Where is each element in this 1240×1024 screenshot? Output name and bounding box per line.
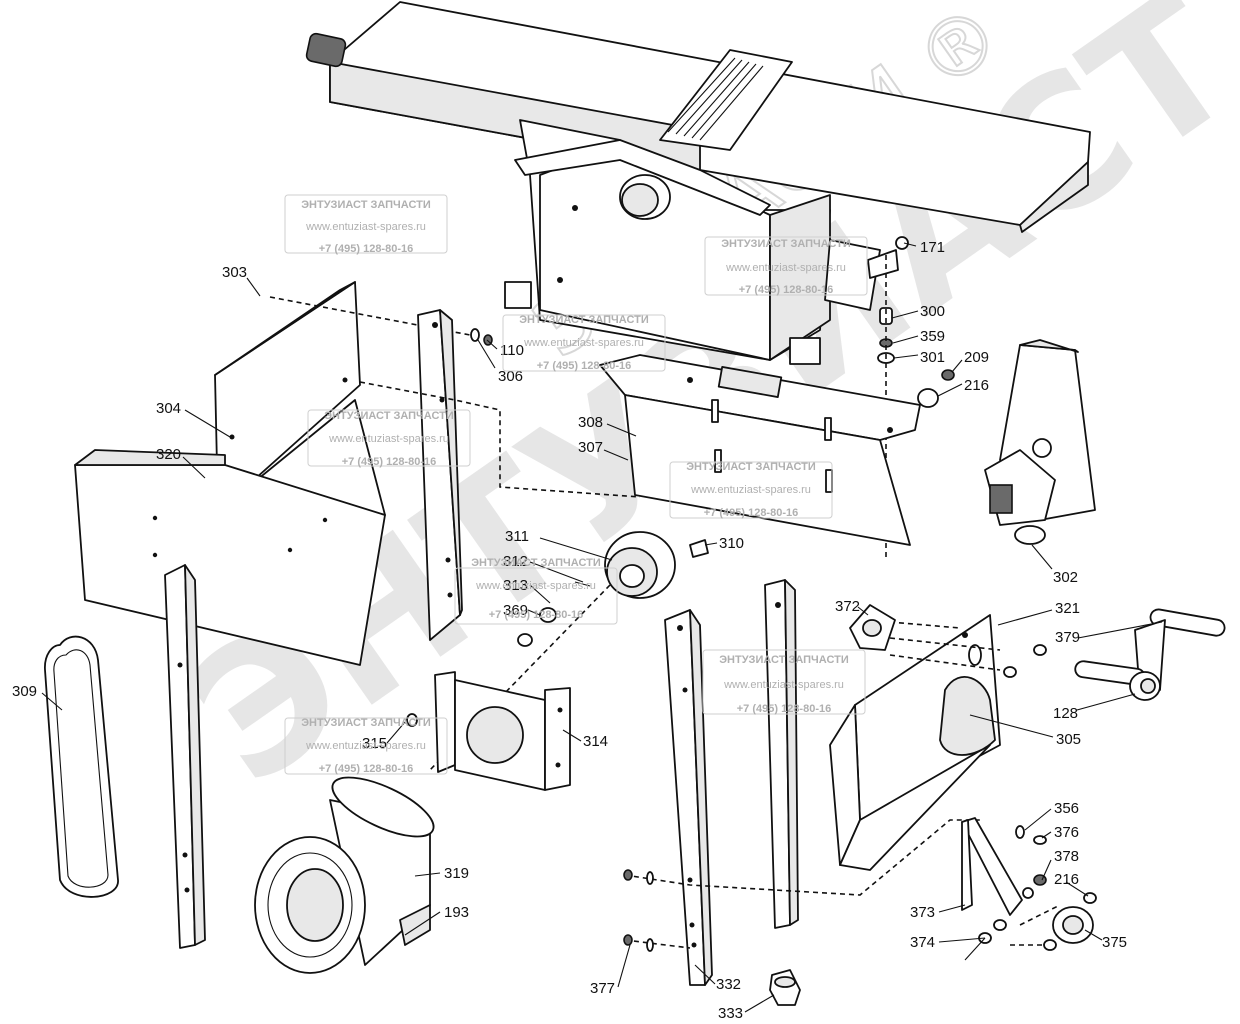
label-311: 311 [505, 528, 529, 545]
tensioner-assembly [961, 817, 1097, 961]
dust-hood-302 [984, 339, 1096, 545]
svg-text:ЭНТУЗИАСТ ЗАПЧАСТИ: ЭНТУЗИАСТ ЗАПЧАСТИ [301, 717, 431, 729]
label-356: 356 [1054, 800, 1079, 817]
label-321: 321 [1055, 600, 1080, 617]
svg-text:+7 (495) 128-80-16: +7 (495) 128-80-16 [737, 703, 831, 715]
label-376: 376 [1054, 824, 1079, 841]
label-309: 309 [12, 683, 37, 700]
label-308: 308 [578, 414, 603, 431]
label-377: 377 [590, 980, 615, 997]
svg-text:+7 (495) 128-80-16: +7 (495) 128-80-16 [739, 284, 833, 296]
leg-upper-center [417, 309, 493, 641]
svg-text:ЭНТУЗИАСТ ЗАПЧАСТИ: ЭНТУЗИАСТ ЗАПЧАСТИ [721, 238, 851, 250]
label-216-bottom: 216 [1054, 871, 1079, 888]
svg-text:ЭНТУЗИАСТ ЗАПЧАСТИ: ЭНТУЗИАСТ ЗАПЧАСТИ [471, 557, 601, 569]
svg-text:www.entuziast-spares.ru: www.entuziast-spares.ru [725, 262, 846, 274]
watermark-stamp: ЭНТУЗИАСТ ЗАПЧАСТИ www.entuziast-spares.… [704, 236, 868, 296]
base-plate-308 [359, 354, 921, 546]
crank-handle [1074, 608, 1226, 701]
svg-text:www.entuziast-spares.ru: www.entuziast-spares.ru [690, 484, 811, 496]
label-375: 375 [1102, 934, 1127, 951]
label-315: 315 [362, 735, 387, 752]
label-333: 333 [718, 1005, 743, 1022]
label-171: 171 [920, 239, 945, 256]
label-209: 209 [964, 349, 989, 366]
svg-text:www.entuziast-spares.ru: www.entuziast-spares.ru [723, 679, 844, 691]
svg-text:www.entuziast-spares.ru: www.entuziast-spares.ru [305, 740, 426, 752]
label-314: 314 [583, 733, 608, 750]
side-frame-321 [829, 614, 1047, 871]
label-128: 128 [1053, 705, 1078, 722]
label-379: 379 [1055, 629, 1080, 646]
svg-text:+7 (495) 128-80-16: +7 (495) 128-80-16 [704, 507, 798, 519]
label-332: 332 [716, 976, 741, 993]
label-374: 374 [910, 934, 935, 951]
watermark-stamp: ЭНТУЗИАСТ ЗАПЧАСТИ www.entuziast-spares.… [307, 409, 471, 468]
svg-text:+7 (495) 128-80-16: +7 (495) 128-80-16 [489, 609, 583, 621]
label-307: 307 [578, 439, 603, 456]
watermark-stamp: ЭНТУЗИАСТ ЗАПЧАСТИ www.entuziast-spares.… [502, 314, 666, 372]
label-372: 372 [835, 598, 860, 615]
leader-lines [41, 242, 1163, 1013]
watermark-stamps: ЭНТУЗИАСТ ЗАПЧАСТИ www.entuziast-spares.… [284, 194, 868, 775]
watermark-stamp: ЭНТУЗИАСТ ЗАПЧАСТИ www.entuziast-spares.… [669, 461, 833, 519]
drive-belt-309 [44, 635, 119, 898]
label-312: 312 [503, 553, 528, 570]
motor-bracket-314 [406, 671, 571, 791]
label-310: 310 [719, 535, 744, 552]
label-303: 303 [222, 264, 247, 281]
label-313: 313 [503, 577, 528, 594]
label-302: 302 [1053, 569, 1078, 586]
svg-text:ЭНТУЗИАСТ ЗАПЧАСТИ: ЭНТУЗИАСТ ЗАПЧАСТИ [324, 410, 454, 422]
label-319: 319 [444, 865, 469, 882]
watermark-stamp: ЭНТУЗИАСТ ЗАПЧАСТИ www.entuziast-spares.… [454, 557, 618, 625]
leg-left [164, 564, 206, 949]
svg-text:www.entuziast-spares.ru: www.entuziast-spares.ru [523, 337, 644, 349]
motor-319 [254, 776, 435, 974]
label-300: 300 [920, 303, 945, 320]
label-301: 301 [920, 349, 945, 366]
svg-text:www.entuziast-spares.ru: www.entuziast-spares.ru [328, 433, 449, 445]
planer-assembly [305, 1, 1091, 365]
label-369: 369 [503, 602, 528, 619]
svg-text:+7 (495) 128-80-16: +7 (495) 128-80-16 [319, 763, 413, 775]
bracket-372 [849, 604, 896, 651]
label-359: 359 [920, 328, 945, 345]
leg-front-center [623, 579, 980, 986]
svg-text:ЭНТУЗИАСТ ЗАПЧАСТИ: ЭНТУЗИАСТ ЗАПЧАСТИ [686, 461, 816, 473]
svg-text:ЭНТУЗИАСТ ЗАПЧАСТИ: ЭНТУЗИАСТ ЗАПЧАСТИ [719, 654, 849, 666]
label-373: 373 [910, 904, 935, 921]
label-320: 320 [156, 446, 181, 463]
label-193: 193 [444, 904, 469, 921]
label-306: 306 [498, 368, 523, 385]
svg-text:ЭНТУЗИАСТ ЗАПЧАСТИ: ЭНТУЗИАСТ ЗАПЧАСТИ [301, 199, 431, 211]
foot-333 [769, 969, 801, 1006]
svg-text:+7 (495) 128-80-16: +7 (495) 128-80-16 [319, 243, 413, 255]
svg-text:www.entuziast-spares.ru: www.entuziast-spares.ru [305, 221, 426, 233]
label-110: 110 [500, 342, 524, 359]
watermark-stamp: ЭНТУЗИАСТ ЗАПЧАСТИ www.entuziast-spares.… [284, 717, 448, 775]
watermark-stamp: ЭНТУЗИАСТ ЗАПЧАСТИ www.entuziast-spares.… [702, 649, 866, 715]
svg-text:www.entuziast-spares.ru: www.entuziast-spares.ru [475, 580, 596, 592]
svg-text:+7 (495) 128-80-16: +7 (495) 128-80-16 [342, 456, 436, 468]
part-labels: 171 300 359 301 209 216 303 110 306 304 … [12, 239, 1127, 1022]
pulley-311 [429, 531, 709, 771]
label-305: 305 [1056, 731, 1081, 748]
svg-text:+7 (495) 128-80-16: +7 (495) 128-80-16 [537, 360, 631, 372]
watermark-stamp: ЭНТУЗИАСТ ЗАПЧАСТИ www.entuziast-spares.… [284, 194, 448, 255]
label-216-top: 216 [964, 377, 989, 394]
svg-text:ЭНТУЗИАСТ ЗАПЧАСТИ: ЭНТУЗИАСТ ЗАПЧАСТИ [519, 314, 649, 326]
label-378: 378 [1054, 848, 1079, 865]
label-304: 304 [156, 400, 181, 417]
